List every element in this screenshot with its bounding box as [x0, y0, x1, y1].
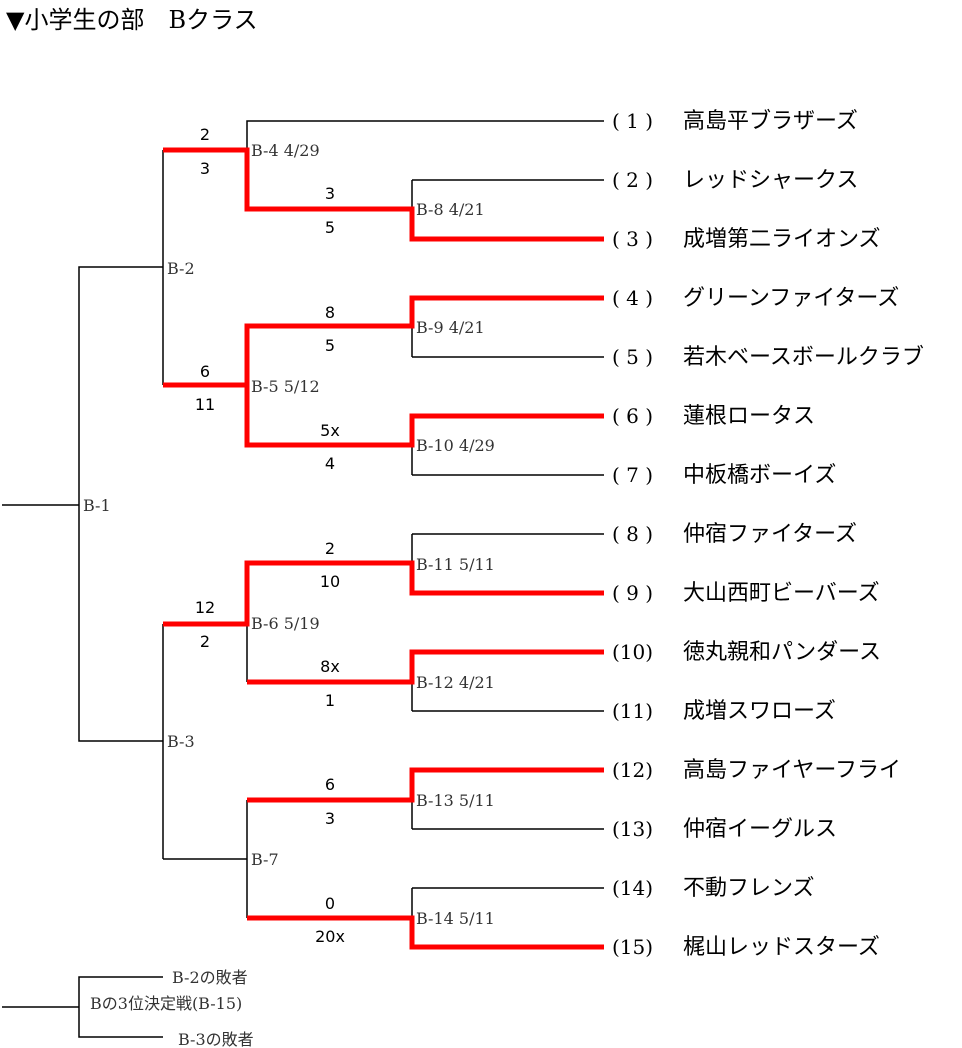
team-seed: ( 2 ) [612, 168, 653, 192]
score-bottom: 3 [200, 159, 210, 178]
match-label-b14: B-14 5/11 [416, 909, 495, 928]
team-name: 梶山レッドスターズ [683, 935, 880, 960]
team-seed: (11) [612, 699, 653, 723]
team-seed: ( 3 ) [612, 227, 653, 251]
team-name: 徳丸親和パンダース [683, 640, 881, 665]
team-seed: ( 1 ) [612, 109, 653, 133]
team-name: 蓮根ロータス [683, 404, 815, 429]
match-label-b4: B-4 4/29 [251, 141, 320, 160]
score-bottom: 10 [320, 572, 340, 591]
team-seed: (15) [612, 935, 653, 959]
score-bottom: 1 [325, 691, 335, 710]
match-label-b3: B-3 [167, 732, 195, 751]
team-name: 不動フレンズ [683, 876, 815, 901]
winner-line [163, 560, 604, 627]
team-name: 若木ベースボールクラブ [683, 345, 924, 370]
team-seed: ( 9 ) [612, 581, 653, 605]
match-label-b11: B-11 5/11 [416, 555, 495, 574]
third-place-top-entry: B-2の敗者 [172, 968, 248, 987]
score-top: 8x [320, 657, 340, 676]
team-name: グリーンファイターズ [683, 286, 899, 311]
winner-line [244, 385, 604, 448]
third-place-bottom-entry: B-3の敗者 [178, 1030, 254, 1048]
match-label-b13: B-13 5/11 [416, 791, 495, 810]
team-name: 成増スワローズ [683, 699, 836, 724]
team-seed: (13) [612, 817, 653, 841]
score-top: 6 [200, 362, 210, 381]
match-label-b6: B-6 5/19 [251, 614, 320, 633]
team-seed: ( 6 ) [612, 404, 653, 428]
match-label-b5: B-5 5/12 [251, 377, 320, 396]
match-label-b2: B-2 [167, 259, 195, 278]
score-top: 0 [325, 894, 335, 913]
team-seed: ( 4 ) [612, 286, 653, 310]
team-name: レッドシャークス [683, 168, 858, 193]
score-bottom: 5 [325, 218, 335, 237]
score-top: 2 [200, 125, 210, 144]
winner-line [163, 147, 604, 242]
match-connector [78, 266, 163, 742]
team-seed: ( 8 ) [612, 522, 653, 546]
score-top: 2 [325, 539, 335, 558]
winner-line [247, 915, 604, 950]
score-bottom: 11 [195, 395, 215, 414]
score-bottom: 5 [325, 336, 335, 355]
match-label-b8: B-8 4/21 [416, 200, 485, 219]
team-name: 大山西町ビーバーズ [683, 581, 880, 606]
team-seed: (10) [612, 640, 653, 664]
page-title: ▼小学生の部 Bクラス [6, 6, 258, 34]
team-name: 高島平ブラザーズ [683, 109, 858, 134]
score-top: 3 [325, 184, 335, 203]
score-top: 8 [325, 303, 335, 322]
score-bottom: 2 [200, 632, 210, 651]
bye-connector [246, 120, 412, 150]
third-place-title: Bの3位決定戦(B-15) [90, 994, 242, 1013]
score-top: 5x [320, 421, 340, 440]
team-name: 仲宿イーグルス [683, 817, 837, 842]
score-bottom: 4 [325, 454, 335, 473]
team-name: 中板橋ボーイズ [683, 463, 836, 488]
match-label-b1: B-1 [83, 496, 111, 515]
team-seed: ( 7 ) [612, 463, 653, 487]
team-seed: (12) [612, 758, 653, 782]
score-bottom: 20x [315, 927, 345, 946]
team-name: 成増第二ライオンズ [683, 227, 881, 252]
match-label-b9: B-9 4/21 [416, 318, 485, 337]
match-label-b7: B-7 [251, 850, 279, 869]
team-name: 仲宿ファイターズ [683, 522, 857, 547]
score-bottom: 3 [325, 809, 335, 828]
winner-line [163, 295, 604, 388]
score-top: 6 [325, 775, 335, 794]
winner-line [247, 767, 604, 803]
match-label-b12: B-12 4/21 [416, 673, 495, 692]
team-name: 高島ファイヤーフライ [683, 758, 901, 783]
winner-line [247, 649, 604, 685]
team-seed: (14) [612, 876, 653, 900]
match-label-b10: B-10 4/29 [416, 436, 495, 455]
score-top: 12 [195, 598, 215, 617]
team-seed: ( 5 ) [612, 345, 653, 369]
